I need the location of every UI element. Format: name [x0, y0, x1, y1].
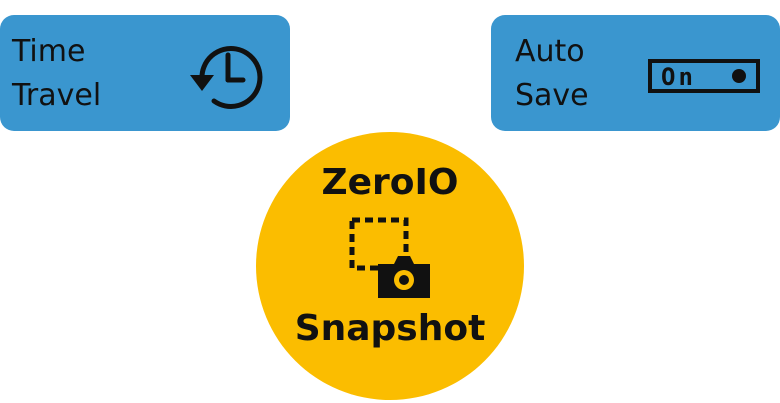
time-travel-label: Time Travel	[12, 34, 102, 113]
camera-snapshot-icon	[349, 217, 430, 298]
hub-title: ZeroIO	[321, 162, 459, 203]
zeroio-snapshot-hub: ZeroIO Snapshot	[256, 132, 524, 400]
clock-history-icon	[190, 46, 263, 109]
auto-save-label: Auto Save	[515, 34, 589, 113]
time-travel-card: Time Travel	[0, 15, 290, 131]
toggle-switch-icon: On	[648, 59, 760, 93]
toggle-on-text: On	[661, 63, 696, 91]
hub-subtitle: Snapshot	[294, 308, 486, 349]
auto-save-card: Auto Save On	[491, 15, 780, 131]
